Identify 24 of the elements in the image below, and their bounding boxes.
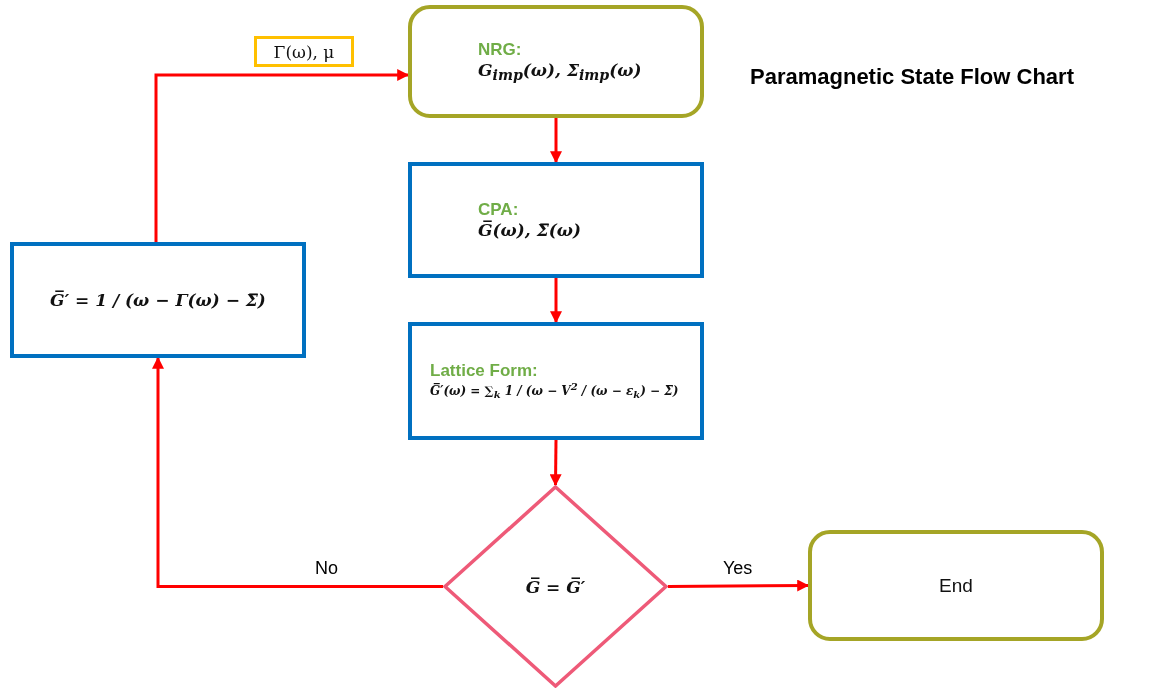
- formula: G̅ = G̅′: [525, 576, 586, 597]
- step-heading: NRG:: [478, 39, 523, 60]
- process-box: [408, 5, 704, 118]
- formula: G$_{imp}$(ω), Σ$_{imp}$(ω): [478, 59, 643, 84]
- process-box: [408, 322, 704, 440]
- formula: G̅′ = 1 / (ω − Γ(ω) − Σ̅): [50, 290, 266, 310]
- arrow: [154, 69, 410, 242]
- box-label: End: [939, 574, 973, 597]
- arrow: [668, 579, 810, 592]
- formula: G̅(ω), Σ̅(ω): [478, 220, 582, 240]
- process-box: [10, 242, 306, 358]
- process-box: [408, 162, 704, 278]
- terminal-box: [808, 530, 1104, 641]
- arrow: [550, 118, 562, 164]
- formula: Γ(ω), μ: [273, 41, 335, 62]
- arrow: [550, 278, 562, 324]
- arrow: [152, 356, 443, 588]
- step-heading: Lattice Form:: [430, 361, 539, 382]
- decision-diamond: [443, 485, 668, 688]
- chart-title: Paramagnetic State Flow Chart: [750, 64, 1074, 90]
- parameter-box: [254, 36, 354, 67]
- step-heading: CPA:: [478, 200, 520, 220]
- formula: G̅′(ω) = ∑$_{k}$ 1 / (ω − V$^{2}$ / (ω − ε$_{k}$) − Σ̅): [430, 381, 680, 401]
- arrow: [549, 440, 562, 487]
